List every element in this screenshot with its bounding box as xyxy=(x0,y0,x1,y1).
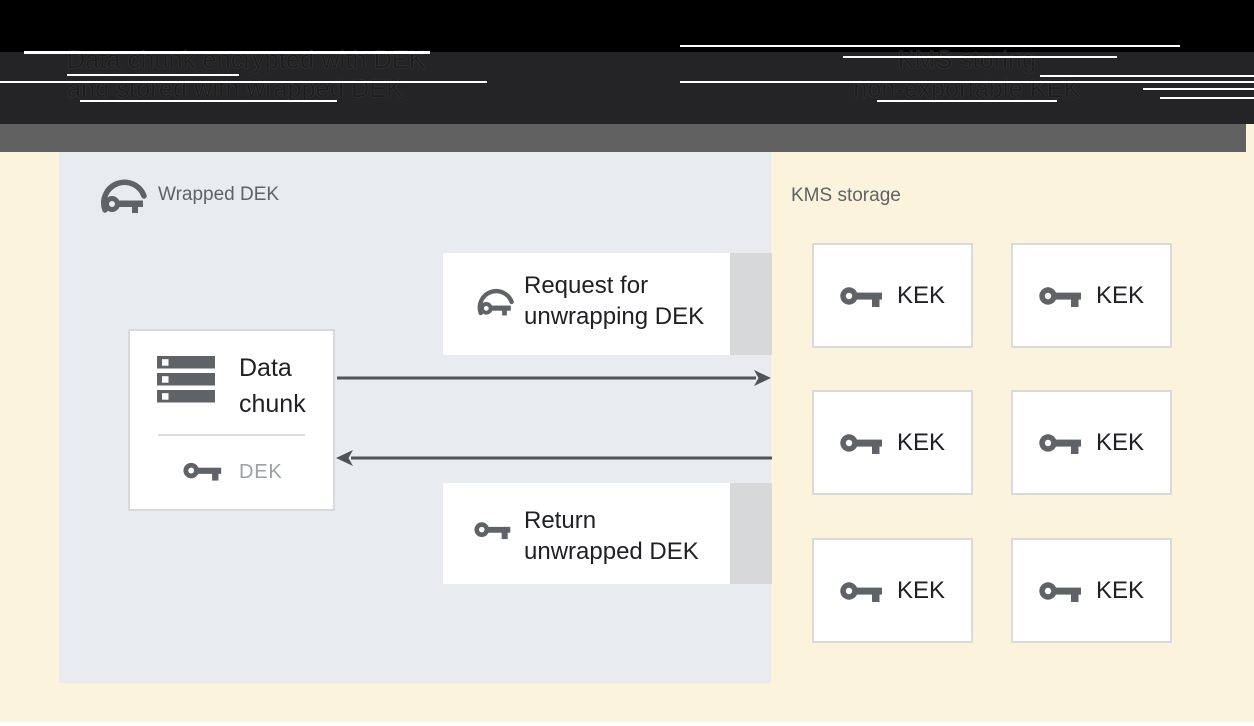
key-icon xyxy=(474,522,511,540)
glitch-stripe xyxy=(80,99,337,102)
glitch-stripe xyxy=(1143,88,1254,90)
kek-label: KEK xyxy=(1095,576,1145,604)
kek-tile: KEK xyxy=(1011,390,1172,495)
data-chunk-icon xyxy=(157,356,215,403)
key-icon xyxy=(840,433,882,454)
return-unwrap-label: Return unwrapped DEK xyxy=(524,505,699,567)
arrow-left-icon xyxy=(336,450,772,466)
wrapped-key-icon xyxy=(477,288,514,316)
key-icon xyxy=(1039,433,1081,454)
data-chunk-divider xyxy=(158,434,305,436)
caption-data-chunk: Data chunk encrypted with DEK and stored… xyxy=(67,46,426,104)
key-icon xyxy=(183,462,222,481)
kek-tile: KEK xyxy=(1011,243,1172,348)
return-unwrap-box xyxy=(443,483,730,584)
caption-kms: KMS storing non-exportable KEK xyxy=(767,46,1167,104)
kek-label: KEK xyxy=(1095,281,1145,309)
caption-line: non-exportable KEK xyxy=(853,75,1081,103)
dek-label: DEK xyxy=(239,461,283,483)
data-chunk-label: Data chunk xyxy=(239,350,306,422)
glitch-stripe xyxy=(0,80,487,83)
kek-label: KEK xyxy=(1095,428,1145,456)
kek-tile: KEK xyxy=(812,538,973,643)
data-chunk-line2: chunk xyxy=(239,390,306,418)
glitch-stripe xyxy=(843,55,1117,58)
kek-label: KEK xyxy=(896,576,946,604)
return-line1: Return xyxy=(524,507,597,534)
top-band-black xyxy=(0,0,1254,52)
kek-label: KEK xyxy=(896,428,946,456)
glitch-stripe xyxy=(680,44,1180,47)
request-line2: unwrapping DEK xyxy=(524,303,705,330)
glitch-stripe xyxy=(877,99,1057,102)
request-unwrap-label: Request for unwrapping DEK xyxy=(524,270,704,332)
glitch-stripe xyxy=(1160,96,1254,99)
request-box-shadow-strip xyxy=(730,253,772,355)
kek-tile: KEK xyxy=(812,243,973,348)
glitch-stripe xyxy=(680,80,1254,83)
key-icon xyxy=(840,286,882,307)
caption-line: Data chunk encrypted with DEK xyxy=(67,46,426,74)
glitch-stripe xyxy=(1040,74,1254,77)
kek-tile: KEK xyxy=(812,390,973,495)
kek-label: KEK xyxy=(896,281,946,309)
caption-line: and stored with wrapped DEK xyxy=(67,75,404,103)
arrow-right-icon xyxy=(337,370,771,386)
top-band-charcoal xyxy=(0,52,1254,124)
gray-divider-band xyxy=(0,124,1246,152)
glitch-stripe xyxy=(24,51,430,54)
caption-line: KMS storing xyxy=(897,46,1037,74)
return-box-shadow-strip xyxy=(730,483,772,584)
wrapped-dek-title: Wrapped DEK xyxy=(158,184,280,205)
kek-tile: KEK xyxy=(1011,538,1172,643)
bottom-white-strip xyxy=(0,722,1254,726)
key-icon xyxy=(1039,286,1081,307)
kms-storage-title: KMS storage xyxy=(791,185,901,206)
data-chunk-line1: Data xyxy=(239,354,292,382)
wrapped-key-icon xyxy=(101,179,147,213)
key-icon xyxy=(1039,581,1081,602)
request-line1: Request for xyxy=(524,272,649,299)
return-line2: unwrapped DEK xyxy=(524,538,699,565)
glitch-stripe xyxy=(67,73,239,76)
key-icon xyxy=(840,581,882,602)
